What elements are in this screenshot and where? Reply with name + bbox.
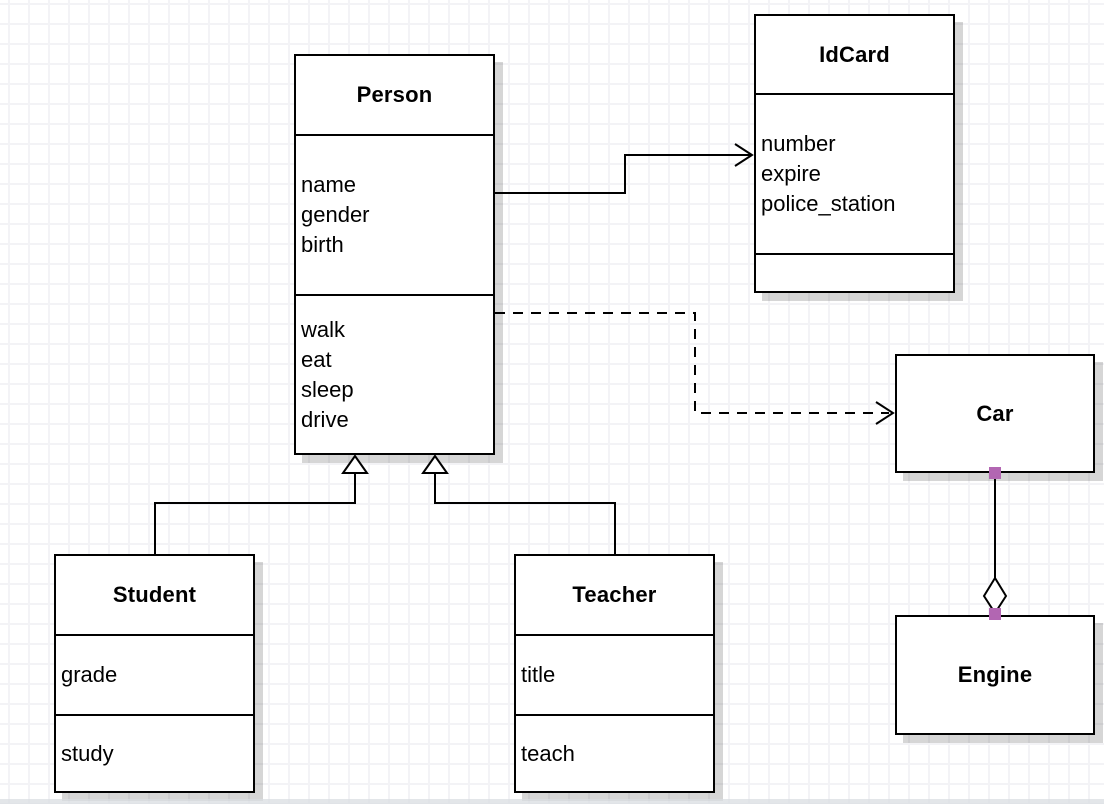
canvas-bottom-edge — [0, 799, 1104, 804]
class-title: Engine — [957, 662, 1033, 687]
attributes-compartment: number expire police_station — [756, 93, 953, 253]
method: walk — [301, 316, 346, 342]
attributes-compartment: grade — [56, 634, 253, 714]
method: drive — [301, 406, 349, 432]
class-box-student[interactable]: Student grade study — [54, 554, 255, 793]
class-box-idcard[interactable]: IdCard number expire police_station — [754, 14, 955, 293]
attribute: gender — [301, 202, 370, 227]
hollow-triangle-icon — [341, 454, 369, 474]
open-arrow-icon — [734, 143, 754, 167]
edge-inheritance-teacher-person[interactable] — [421, 454, 616, 554]
attribute: birth — [301, 232, 344, 257]
attributes-compartment: title — [516, 634, 713, 714]
attribute: police_station — [761, 191, 896, 216]
class-title: IdCard — [819, 41, 890, 67]
methods-compartment: teach — [516, 714, 713, 791]
attribute: name — [301, 172, 357, 197]
class-title: Teacher — [572, 582, 657, 607]
methods-compartment-empty — [756, 253, 953, 291]
class-box-person[interactable]: Person name gender birth walk eat sleep … — [294, 54, 495, 455]
attribute: grade — [61, 662, 118, 687]
method: sleep — [301, 376, 354, 402]
class-box-car[interactable]: Car — [895, 354, 1095, 473]
method: eat — [301, 346, 332, 372]
edge-association-person-idcard[interactable] — [495, 143, 754, 194]
attribute: expire — [761, 161, 821, 186]
methods-compartment: study — [56, 714, 253, 791]
class-box-teacher[interactable]: Teacher title teach — [514, 554, 715, 793]
attribute: number — [761, 131, 836, 156]
class-title: Person — [356, 82, 433, 107]
hollow-triangle-icon — [421, 454, 449, 474]
class-box-engine[interactable]: Engine — [895, 615, 1095, 735]
edge-inheritance-student-person[interactable] — [154, 454, 369, 554]
hollow-diamond-icon — [982, 576, 1008, 615]
open-arrow-icon — [875, 401, 895, 425]
attribute: title — [521, 662, 556, 687]
methods-compartment: walk eat sleep drive — [296, 294, 493, 453]
attributes-compartment: name gender birth — [296, 134, 493, 294]
edge-dependency-person-car[interactable] — [495, 312, 895, 425]
class-title: Car — [976, 400, 1014, 426]
edge-aggregation-car-engine[interactable] — [982, 467, 1008, 620]
method: study — [61, 740, 114, 766]
method: teach — [521, 740, 575, 766]
class-title: Student — [112, 582, 197, 607]
